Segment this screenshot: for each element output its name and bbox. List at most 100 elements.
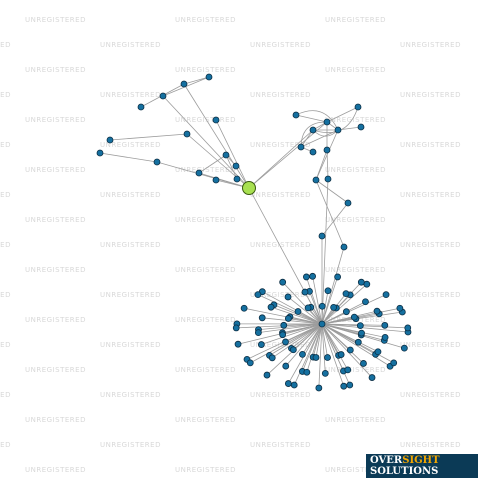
hub-leaf-node[interactable]: [263, 371, 271, 379]
hub-leaf-node[interactable]: [360, 360, 367, 367]
hub-leaf-node[interactable]: [390, 359, 398, 367]
hub-leaf-node[interactable]: [358, 329, 365, 337]
hub-leaf-node[interactable]: [302, 273, 310, 281]
hub-leaf-node[interactable]: [254, 329, 262, 337]
hub-leaf-node[interactable]: [290, 381, 298, 389]
graph-node[interactable]: [195, 169, 203, 177]
hub-leaf-node[interactable]: [258, 314, 266, 322]
graph-node[interactable]: [344, 199, 352, 207]
hub-leaf-node[interactable]: [301, 288, 309, 296]
graph-node[interactable]: [309, 126, 317, 134]
hub-leaf-node[interactable]: [309, 272, 316, 280]
graph-node[interactable]: [323, 146, 331, 154]
graph-node[interactable]: [183, 130, 191, 138]
hub-leaf-node[interactable]: [404, 324, 412, 332]
graph-node[interactable]: [292, 111, 300, 119]
hub-leaf-node[interactable]: [368, 374, 376, 381]
hub-leaf-node[interactable]: [330, 303, 338, 311]
hub-leaf-node[interactable]: [324, 354, 331, 361]
graph-node[interactable]: [340, 243, 348, 251]
hub-leaf-node[interactable]: [282, 362, 290, 370]
hub-leaf-node[interactable]: [304, 304, 312, 312]
hub-node[interactable]: [318, 320, 326, 328]
hub-leaf-node[interactable]: [350, 313, 358, 321]
graph-node[interactable]: [106, 136, 114, 144]
hub-leaf-node[interactable]: [284, 293, 292, 301]
hub-leaf-node[interactable]: [342, 308, 350, 316]
hub-leaf-node[interactable]: [324, 287, 332, 295]
watermark-text: UNREGISTERED: [25, 466, 86, 474]
hub-leaf-node[interactable]: [294, 308, 302, 315]
hub-leaf-node[interactable]: [356, 322, 364, 330]
hub-leaf-node[interactable]: [357, 278, 365, 286]
graph-node[interactable]: [297, 143, 305, 151]
hub-leaf-node[interactable]: [340, 382, 348, 390]
watermark-text: UNREGISTERED: [250, 441, 311, 449]
hub-leaf-node[interactable]: [240, 304, 248, 312]
hub-leaf-node[interactable]: [289, 346, 297, 354]
hub-leaf-node[interactable]: [279, 278, 287, 286]
watermark-text: UNREGISTERED: [400, 91, 461, 99]
watermark-text: UNREGISTERED: [175, 316, 236, 324]
graph-node[interactable]: [212, 116, 220, 124]
hub-leaf-node[interactable]: [342, 290, 350, 298]
hub-leaf-node[interactable]: [282, 338, 289, 346]
hub-leaf-node[interactable]: [284, 315, 292, 322]
hub-leaf-node[interactable]: [344, 366, 352, 374]
hub-leaf-node[interactable]: [234, 340, 242, 348]
graph-edge: [295, 114, 328, 123]
hub-leaf-node[interactable]: [318, 302, 326, 310]
focus-node[interactable]: [242, 181, 256, 195]
graph-node[interactable]: [309, 148, 317, 156]
graph-node[interactable]: [159, 92, 167, 100]
hub-leaf-node[interactable]: [373, 307, 381, 315]
hub-leaf-node[interactable]: [382, 291, 390, 299]
graph-node[interactable]: [212, 176, 220, 184]
graph-node[interactable]: [153, 158, 161, 166]
hub-leaf-node[interactable]: [321, 369, 329, 377]
hub-leaf-node[interactable]: [381, 334, 389, 341]
graph-node[interactable]: [354, 103, 362, 111]
graph-node[interactable]: [233, 175, 241, 183]
hub-edge: [270, 306, 323, 325]
graph-edge: [315, 179, 349, 204]
hub-leaf-node[interactable]: [381, 321, 389, 329]
hub-leaf-node[interactable]: [315, 384, 323, 392]
graph-node[interactable]: [334, 126, 342, 134]
hub-leaf-node[interactable]: [254, 291, 262, 299]
hub-leaf-node[interactable]: [362, 298, 369, 306]
hub-leaf-node[interactable]: [396, 304, 404, 312]
graph-node[interactable]: [180, 80, 188, 88]
hub-leaf-node[interactable]: [374, 348, 382, 356]
hub-leaf-node[interactable]: [354, 338, 362, 346]
watermark-text: UNREGISTERED: [250, 191, 311, 199]
graph-node[interactable]: [324, 175, 332, 183]
hub-leaf-node[interactable]: [346, 346, 354, 354]
hub-leaf-node[interactable]: [268, 354, 276, 362]
hub-leaf-node[interactable]: [303, 368, 311, 376]
hub-leaf-node[interactable]: [232, 324, 240, 332]
hub-leaf-node[interactable]: [334, 273, 342, 281]
hub-leaf-node[interactable]: [337, 351, 345, 358]
graph-node[interactable]: [137, 103, 145, 111]
graph-node[interactable]: [323, 118, 331, 126]
graph-node[interactable]: [96, 149, 104, 157]
hub-leaf-node[interactable]: [312, 354, 320, 361]
graph-node[interactable]: [318, 232, 326, 240]
graph-node[interactable]: [205, 73, 213, 81]
hub-leaf-node[interactable]: [346, 381, 354, 389]
hub-leaf-node[interactable]: [246, 359, 254, 367]
hub-leaf-node[interactable]: [280, 321, 288, 329]
hub-leaf-node[interactable]: [299, 350, 306, 358]
hub-leaf-node[interactable]: [257, 341, 265, 348]
graph-node[interactable]: [357, 123, 365, 131]
graph-node[interactable]: [222, 151, 230, 159]
hub-leaf-node[interactable]: [284, 380, 292, 387]
graph-node[interactable]: [232, 162, 240, 170]
hub-leaf-node[interactable]: [267, 303, 275, 311]
hub-leaf-node[interactable]: [279, 331, 287, 339]
hub-leaf-node[interactable]: [400, 344, 408, 352]
watermark-text: UNREGISTERED: [250, 91, 311, 99]
watermark-text: UNREGISTERED: [175, 416, 236, 424]
graph-node[interactable]: [312, 176, 320, 184]
